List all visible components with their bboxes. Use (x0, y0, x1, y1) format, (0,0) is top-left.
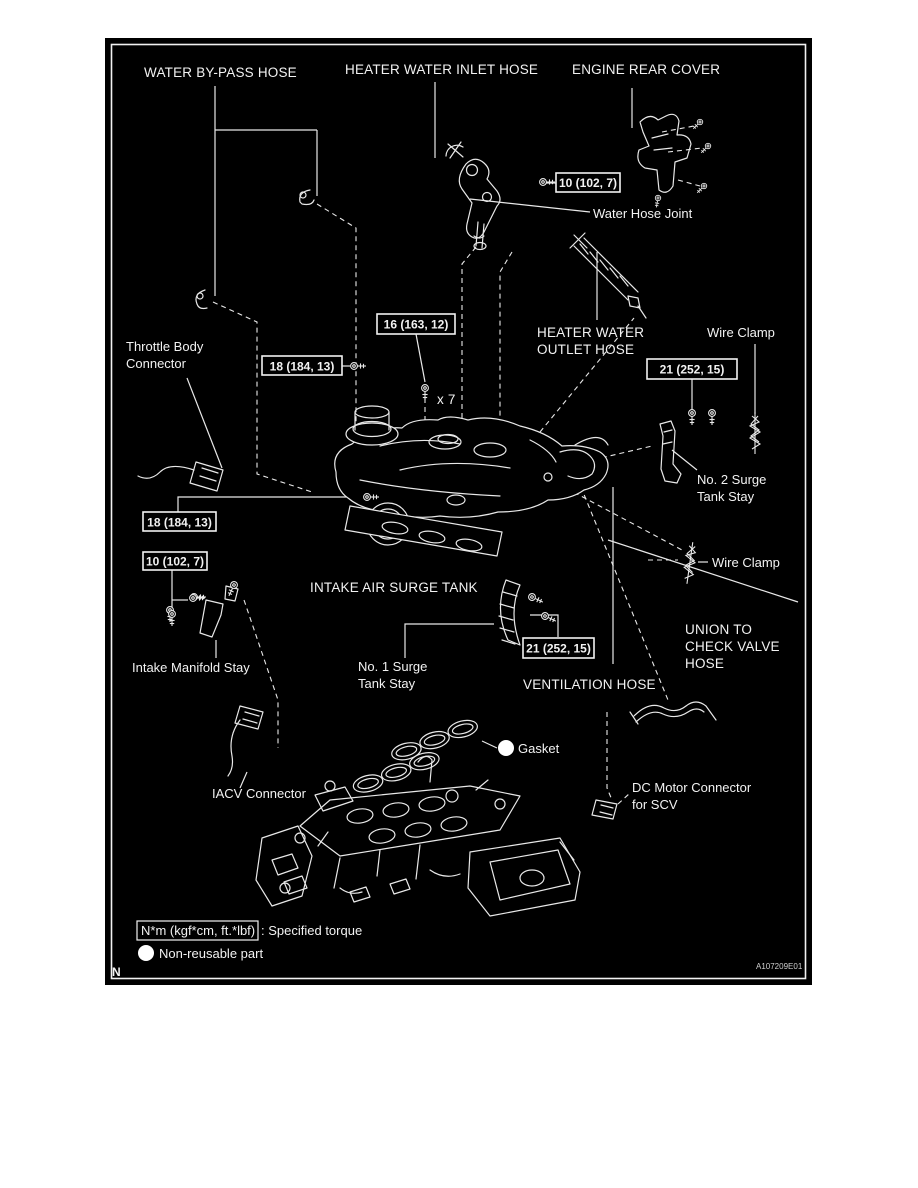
heater-inlet-hose-clamp-art (445, 141, 464, 159)
label-dc-motor-connector-line1: DC Motor Connector (632, 780, 752, 795)
no2-surge-tank-stay-art (659, 409, 716, 484)
torque-value: 16 (163, 12) (384, 318, 449, 332)
label-no1-surge-tank-stay-line1: No. 1 Surge (358, 659, 427, 674)
dc-motor-connector-art (591, 799, 618, 820)
torque-spec-water-hose-joint: 10 (102, 7) (555, 172, 621, 193)
torque-value: 10 (102, 7) (146, 555, 204, 569)
diagram-inner-border (110, 43, 807, 980)
throttle-body-connector-art (137, 461, 224, 492)
legend: N*m (kgf*cm, ft.*lbf) : Specified torque… (136, 920, 362, 961)
torque-spec-no1-stay: 21 (252, 15) (522, 637, 595, 659)
torque-value: 21 (252, 15) (526, 642, 591, 656)
label-iacv-connector: IACV Connector (212, 786, 307, 801)
label-no2-surge-tank-stay-line2: Tank Stay (697, 489, 755, 504)
label-heater-water-inlet-hose: HEATER WATER INLET HOSE (345, 62, 538, 77)
torque-spec-surge-tank-nut: 18 (184, 13) (261, 355, 343, 376)
label-water-hose-joint: Water Hose Joint (593, 206, 693, 221)
label-dc-motor-connector-line2: for SCV (632, 797, 678, 812)
label-intake-manifold-stay: Intake Manifold Stay (132, 660, 250, 675)
label-union-to-check-valve-hose-line3: HOSE (685, 656, 724, 671)
label-heater-water-outlet-hose-line1: HEATER WATER (537, 325, 644, 340)
label-water-bypass-hose: WATER BY-PASS HOSE (144, 65, 297, 80)
legend-torque-unit: N*m (kgf*cm, ft.*lbf) (141, 923, 255, 938)
intake-air-surge-tank-art (334, 405, 609, 557)
torque-spec-surge-tank-bolt: 16 (163, 12) (376, 313, 456, 335)
heater-outlet-hose-art (569, 232, 647, 319)
torque-value: 18 (184, 13) (147, 516, 212, 530)
torque-value: 18 (184, 13) (270, 360, 335, 374)
legend-torque-box (136, 920, 259, 941)
label-gasket: Gasket (518, 741, 560, 756)
label-heater-water-outlet-hose-line2: OUTLET HOSE (537, 342, 634, 357)
label-ventilation-hose: VENTILATION HOSE (523, 677, 656, 692)
label-no2-surge-tank-stay-line1: No. 2 Surge (697, 472, 766, 487)
torque-spec-no2-stay: 21 (252, 15) (646, 358, 738, 380)
legend-non-reusable: Non-reusable part (159, 946, 263, 961)
label-no1-surge-tank-stay-line2: Tank Stay (358, 676, 416, 691)
label-wire-clamp-bottom: Wire Clamp (712, 555, 780, 570)
leader-lines (171, 82, 799, 789)
engine-illustration (255, 755, 581, 917)
torque-spec-manifold-stay-upper: 18 (184, 13) (142, 511, 217, 532)
corner-letter: N (112, 965, 121, 979)
label-wire-clamp-top: Wire Clamp (707, 325, 775, 340)
engine-rear-cover-art (637, 113, 713, 209)
torque-spec-manifold-stay-lower: 10 (102, 7) (142, 551, 208, 571)
label-union-to-check-valve-hose-line2: CHECK VALVE (685, 639, 780, 654)
water-hose-joint-art (458, 158, 501, 251)
legend-torque-description: : Specified torque (261, 923, 362, 938)
label-intake-air-surge-tank: INTAKE AIR SURGE TANK (310, 580, 478, 595)
union-to-check-valve-hose-art (629, 701, 717, 725)
iacv-connector-art (227, 705, 264, 777)
torque-value: 21 (252, 15) (660, 363, 725, 377)
gasket-art (352, 719, 478, 793)
label-union-to-check-valve-hose-line1: UNION TO (685, 622, 752, 637)
label-engine-rear-cover: ENGINE REAR COVER (572, 62, 720, 77)
non-reusable-dot-gasket (498, 740, 514, 756)
water-bypass-hose-end-art (195, 189, 315, 310)
no1-surge-tank-stay-art (498, 579, 558, 646)
torque-value: 10 (102, 7) (559, 176, 617, 190)
label-throttle-body-connector-line1: Throttle Body (126, 339, 204, 354)
non-reusable-dot-legend (138, 945, 154, 961)
label-throttle-body-connector-line2: Connector (126, 356, 187, 371)
intake-manifold-stay-art (166, 579, 240, 638)
label-bolt-count: x 7 (437, 392, 456, 407)
figure-code: A107209E01 (756, 962, 803, 971)
